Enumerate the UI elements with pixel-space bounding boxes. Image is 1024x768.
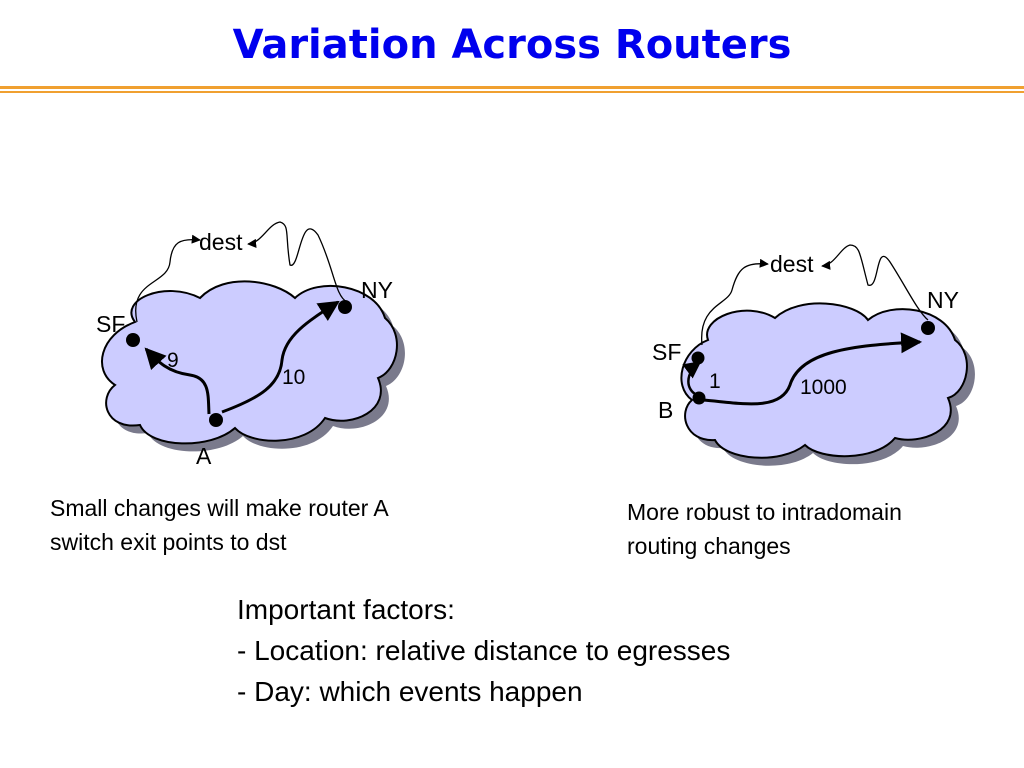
right-ny-node (921, 321, 935, 335)
right-ny-label: NY (927, 287, 959, 313)
factor-location: - Location: relative distance to egresse… (237, 635, 731, 666)
factor-day: - Day: which events happen (237, 676, 583, 707)
right-ny-to-dest-arrow (821, 244, 929, 321)
left-sf-label: SF (96, 311, 125, 337)
right-sf-node (691, 351, 705, 365)
left-dest-label: dest (199, 229, 243, 255)
right-b-label: B (658, 397, 673, 423)
right-sf-to-dest-arrow (701, 258, 769, 346)
left-weight-sf: 9 (167, 349, 179, 372)
left-cloud-body (100, 280, 398, 445)
right-caption-line-2: routing changes (627, 533, 791, 559)
factors-heading: Important factors: (237, 594, 455, 625)
left-a-to-sf-path (144, 347, 211, 415)
left-caption-line-2: switch exit points to dst (50, 529, 287, 555)
right-b-node (692, 391, 706, 405)
left-ny-to-dest-arrow (247, 221, 348, 303)
left-a-to-ny-path (221, 300, 340, 414)
right-dest-label: dest (770, 251, 814, 277)
right-caption-line-1: More robust to intradomain (627, 499, 902, 525)
left-a-label: A (196, 443, 212, 469)
left-sf-node (126, 333, 140, 347)
left-caption: Small changes will make router A switch … (50, 491, 490, 559)
left-cloud (100, 280, 405, 452)
left-sf-to-dest-arrow (135, 234, 201, 323)
left-ny-node (338, 300, 352, 314)
slide-title: Variation Across Routers (232, 22, 792, 68)
left-ny-label: NY (361, 277, 393, 303)
important-factors: Important factors: - Location: relative … (237, 589, 997, 712)
left-caption-line-1: Small changes will make router A (50, 495, 389, 521)
right-weight-sf: 1 (709, 370, 721, 393)
right-sf-label: SF (652, 339, 681, 365)
right-weight-ny: 1000 (800, 376, 847, 399)
right-caption: More robust to intradomain routing chang… (627, 495, 1007, 563)
left-a-node (209, 413, 223, 427)
title-rule-bottom (0, 91, 1024, 93)
left-weight-ny: 10 (282, 366, 305, 389)
title-rule-top (0, 86, 1024, 89)
right-b-to-ny-path (702, 332, 923, 406)
